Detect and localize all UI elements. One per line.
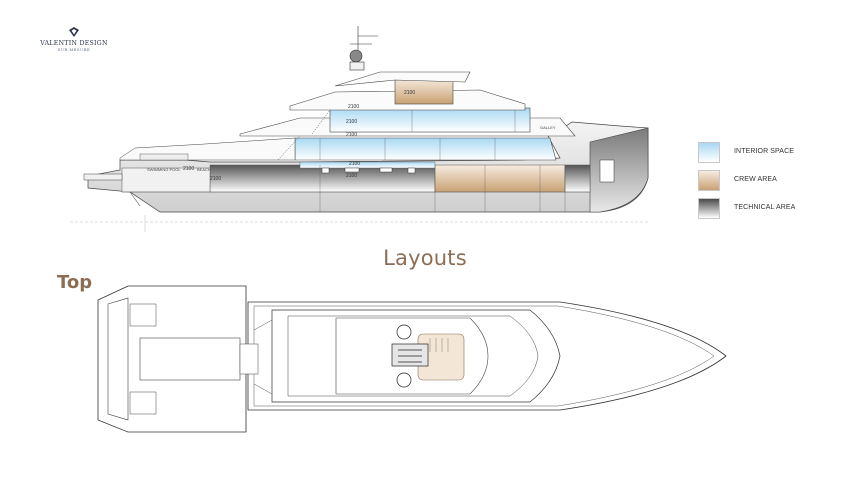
legend: INTERIOR SPACE CREW AREA TECHNICAL AREA bbox=[698, 142, 838, 226]
crew-area-lower bbox=[434, 164, 566, 193]
upper-deck-dividers bbox=[411, 108, 516, 132]
main-deck-dividers bbox=[319, 138, 496, 160]
plan-aft-stairs bbox=[239, 343, 259, 375]
dim-label-2: 2100 bbox=[348, 104, 359, 110]
legend-swatch-interior bbox=[698, 142, 720, 163]
plan-crew-area bbox=[417, 333, 465, 381]
plan-sundeck bbox=[287, 315, 539, 397]
plan-aft-platform bbox=[107, 297, 129, 421]
dim-label-5: 2100 bbox=[349, 161, 360, 167]
upper-deck-interior bbox=[329, 107, 531, 133]
plan-aft-deck bbox=[97, 285, 247, 433]
upper-staircase bbox=[311, 109, 331, 135]
aft-staircase bbox=[277, 135, 301, 161]
plan-bulwark-bottom bbox=[253, 383, 273, 395]
brand-tagline: SUR MESURE bbox=[57, 48, 91, 52]
plan-aft-seating-bottom bbox=[129, 391, 157, 415]
hardtop bbox=[334, 71, 471, 87]
legend-swatch-crew bbox=[698, 170, 720, 191]
brand-emblem-icon bbox=[69, 27, 79, 37]
dim-label-1: 2100 bbox=[404, 90, 415, 96]
room-label-galley: GALLEY bbox=[540, 125, 556, 130]
legend-label-interior: INTERIOR SPACE bbox=[734, 148, 795, 155]
dim-label-3: 2100 bbox=[346, 119, 357, 125]
swim-platform bbox=[83, 173, 123, 181]
room-label-pool: SWIMMING POOL bbox=[147, 167, 181, 172]
legend-swatch-technical bbox=[698, 198, 720, 219]
plan-helm-equipment bbox=[391, 324, 429, 388]
plan-stairs-grid bbox=[429, 338, 449, 352]
stern-ladder bbox=[129, 191, 141, 207]
legend-item-interior: INTERIOR SPACE bbox=[698, 142, 838, 170]
brand-logo: VALENTIN DESIGN SUR MESURE bbox=[38, 26, 110, 52]
portholes bbox=[321, 159, 615, 183]
plan-aft-lounge bbox=[139, 337, 241, 381]
plan-hardtop bbox=[335, 317, 489, 395]
swimming-pool bbox=[139, 153, 189, 161]
bow-section bbox=[589, 127, 649, 213]
main-deck-interior bbox=[294, 137, 557, 161]
view-label: Top bbox=[57, 272, 93, 293]
plan-hull-inner bbox=[253, 305, 715, 407]
forward-technical bbox=[564, 164, 591, 193]
plan-superstructure bbox=[271, 309, 561, 403]
mast bbox=[349, 26, 378, 71]
plan-bulwark-top bbox=[253, 319, 273, 331]
hull-bulkheads bbox=[122, 165, 590, 212]
section-title: Layouts bbox=[383, 246, 467, 270]
plan-hull-outline bbox=[247, 301, 727, 411]
crew-area-upper bbox=[394, 77, 454, 105]
dim-label-4: 2100 bbox=[346, 132, 357, 138]
dim-label-7: 2100 bbox=[183, 166, 194, 172]
legend-label-crew: CREW AREA bbox=[734, 176, 777, 183]
lower-interior-strip bbox=[299, 161, 436, 169]
dim-label-6: 2100 bbox=[346, 173, 357, 179]
brand-name: VALENTIN DESIGN bbox=[40, 40, 108, 47]
plan-aft-seating-top bbox=[129, 303, 157, 327]
legend-item-crew: CREW AREA bbox=[698, 170, 838, 198]
side-profile-drawing: 2100 2100 2100 2100 2100 2100 2100 2100 … bbox=[70, 26, 650, 232]
dim-label-8: 2100 bbox=[210, 176, 221, 182]
legend-item-technical: TECHNICAL AREA bbox=[698, 198, 838, 226]
legend-label-technical: TECHNICAL AREA bbox=[734, 204, 796, 211]
room-label-beach: BEACH bbox=[197, 167, 211, 172]
